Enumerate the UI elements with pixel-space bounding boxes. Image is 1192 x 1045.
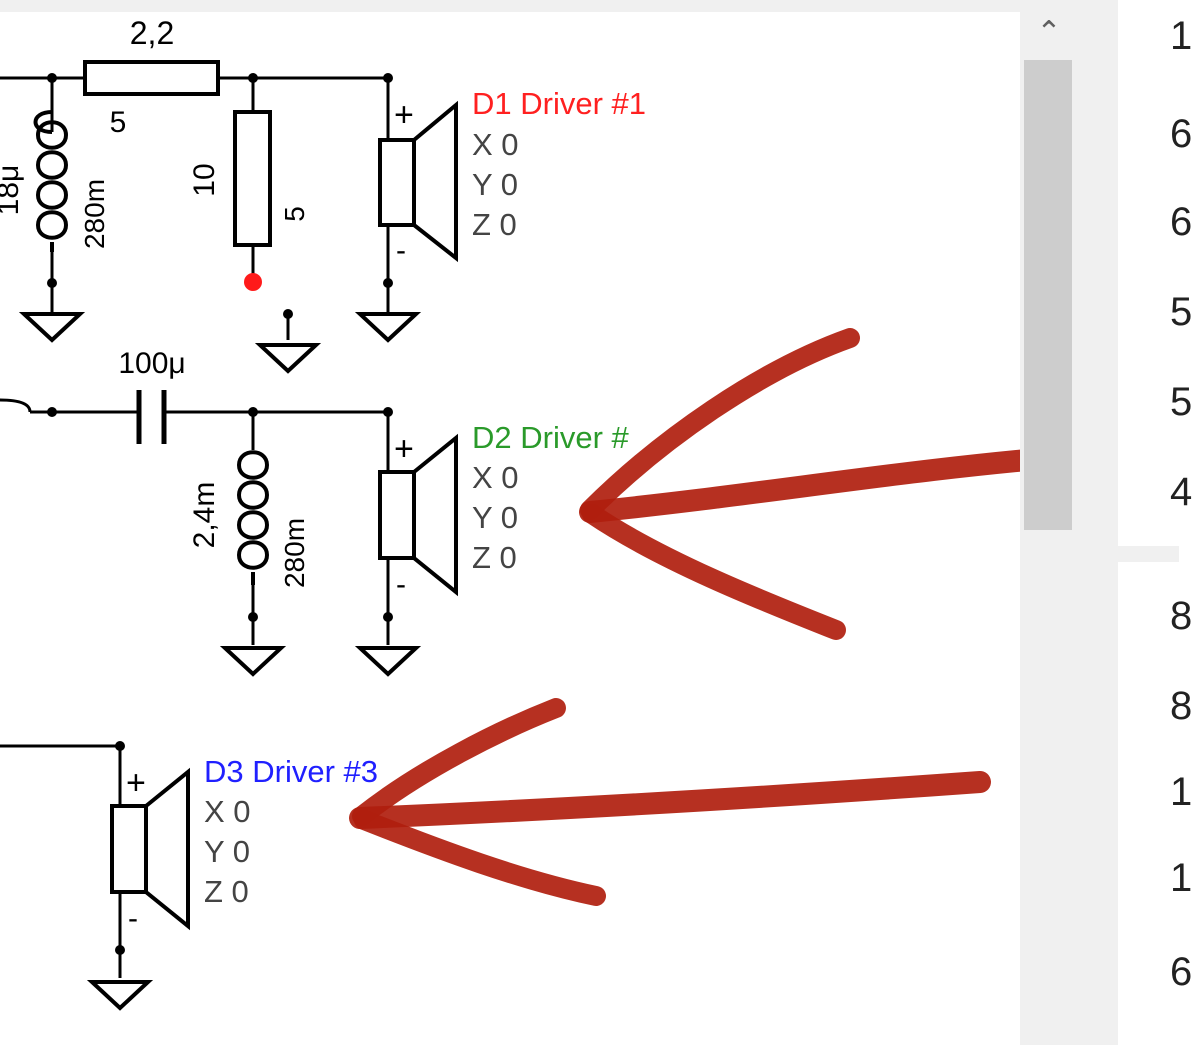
inductor-1-value: 18μ	[0, 165, 25, 216]
d3-plus: +	[126, 764, 146, 802]
capacitor[interactable]	[136, 390, 167, 444]
inductor-1[interactable]	[33, 110, 69, 252]
driver-d2-labels[interactable]: D2 Driver # X 0 Y 0 Z 0	[472, 420, 630, 575]
right-panel-value: 1	[1170, 770, 1192, 814]
inductor-2[interactable]	[236, 450, 270, 585]
driver-d3-name[interactable]: D3 Driver #3	[204, 754, 378, 789]
driver-d1-x: X 0	[472, 127, 519, 162]
arrow-to-d2-icon	[579, 328, 1083, 640]
resistor-top-value: 2,2	[130, 15, 174, 51]
schematic-svg: 2,2 5 18μ 280m 10 5 100μ 2,4m 280m + - +…	[0, 15, 1083, 1011]
d3-minus: -	[128, 902, 138, 935]
d1-minus: -	[396, 234, 406, 267]
speaker-d1-icon[interactable]	[378, 100, 458, 263]
resistor-top[interactable]	[83, 60, 220, 96]
right-panel-value: 5	[1170, 380, 1192, 424]
annotation-arrows	[349, 328, 1083, 906]
right-panel-value: 8	[1170, 684, 1192, 728]
vertical-scrollbar[interactable]: ⌃	[1020, 0, 1078, 1045]
ground-symbols	[18, 312, 422, 1011]
schematic-canvas[interactable]: 2,2 5 18μ 280m 10 5 100μ 2,4m 280m + - +…	[0, 12, 1083, 1045]
resistor-vertical-value: 10	[188, 163, 221, 196]
speaker-d2-icon[interactable]	[378, 433, 458, 597]
right-panel: 1 6 6 5 5 4 8 8 1 1 6	[1118, 0, 1192, 1045]
driver-d1-y: Y 0	[472, 167, 518, 202]
right-panel-value: 1	[1170, 14, 1192, 58]
driver-d2-name[interactable]: D2 Driver #	[472, 420, 630, 455]
junction-dots	[47, 73, 393, 955]
driver-d2-y: Y 0	[472, 500, 518, 535]
driver-d3-x: X 0	[204, 794, 251, 829]
right-panel-value: 8	[1170, 594, 1192, 638]
arrow-to-d3-icon	[349, 698, 991, 906]
right-panel-value: 5	[1170, 290, 1192, 334]
resistor-vertical-sub: 5	[279, 206, 310, 222]
driver-d1-name[interactable]: D1 Driver #1	[472, 86, 646, 121]
chevron-up-icon[interactable]: ⌃	[1036, 15, 1062, 49]
speaker-d3-icon[interactable]	[110, 767, 190, 931]
probe-point-red[interactable]	[244, 273, 262, 291]
top-strip	[0, 0, 1020, 12]
d2-minus: -	[396, 568, 406, 601]
d1-plus: +	[394, 96, 414, 134]
right-panel-value: 1	[1170, 856, 1192, 900]
right-panel-separator	[1118, 546, 1179, 562]
right-panel-value: 6	[1170, 950, 1192, 994]
right-panel-value: 6	[1170, 200, 1192, 244]
driver-d1-z: Z 0	[472, 207, 517, 242]
driver-d1-labels[interactable]: D1 Driver #1 X 0 Y 0 Z 0	[472, 86, 646, 242]
driver-d2-x: X 0	[472, 460, 519, 495]
capacitor-value: 100μ	[118, 347, 185, 380]
resistor-top-sub: 5	[110, 106, 127, 139]
driver-d3-y: Y 0	[204, 834, 250, 869]
right-panel-value: 6	[1170, 112, 1192, 156]
resistor-vertical[interactable]	[233, 110, 272, 247]
d2-plus: +	[394, 430, 414, 468]
right-panel-value: 4	[1170, 470, 1192, 514]
driver-d3-z: Z 0	[204, 874, 249, 909]
inductor-1-resistance: 280m	[79, 179, 110, 249]
inductor-2-resistance: 280m	[279, 518, 310, 588]
panel-divider[interactable]	[1078, 0, 1118, 1045]
driver-d2-z: Z 0	[472, 540, 517, 575]
inductor-2-value: 2,4m	[188, 482, 221, 549]
driver-d3-labels[interactable]: D3 Driver #3 X 0 Y 0 Z 0	[204, 754, 378, 909]
scroll-thumb[interactable]	[1024, 60, 1072, 530]
